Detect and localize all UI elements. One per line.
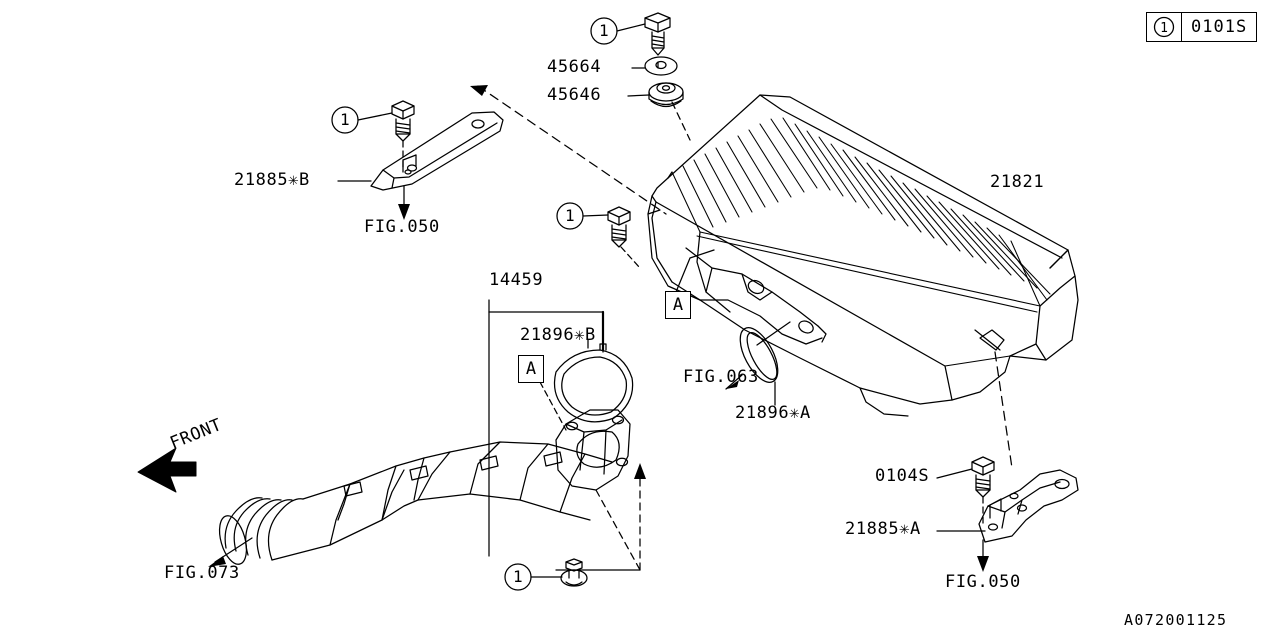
bolt-mid bbox=[607, 206, 631, 248]
bracket-21885b bbox=[370, 111, 504, 191]
assembly-line-cushion bbox=[671, 101, 691, 141]
assembly-line-main-right bbox=[994, 351, 1013, 469]
leader-callout-top bbox=[616, 23, 646, 32]
assembly-line-gasket bbox=[539, 381, 567, 431]
label-fig050-left: FIG.050 bbox=[364, 217, 440, 237]
label-bolt-0104s: 0104S bbox=[875, 466, 930, 486]
legend-symbol-cell: 1 bbox=[1147, 13, 1182, 41]
leader-callout-left bbox=[357, 112, 393, 121]
legend-box: 1 0101S bbox=[1146, 12, 1258, 42]
bolt-duct-lower bbox=[560, 558, 588, 587]
oring-21896a bbox=[739, 327, 779, 383]
label-washer-45664: 45664 bbox=[547, 57, 602, 77]
label-bracket-21885b: 21885✳B bbox=[234, 170, 310, 190]
leader-mark-a-upper bbox=[675, 249, 715, 293]
label-gasket-21896b: 21896✳B bbox=[520, 325, 596, 345]
front-arrow bbox=[137, 447, 197, 493]
section-mark-a-lower: A bbox=[518, 355, 544, 383]
leader-callout-mid bbox=[582, 214, 609, 217]
leader-0104s bbox=[936, 468, 973, 479]
intercooler-inlet-neck bbox=[671, 247, 827, 345]
duct-assembly-14459 bbox=[218, 409, 631, 565]
callout-number-top: 1 bbox=[599, 21, 610, 40]
callout-number-mid: 1 bbox=[565, 206, 576, 225]
label-duct-14459: 14459 bbox=[489, 270, 544, 290]
leader-45646 bbox=[627, 94, 650, 97]
legend-circle-icon: 1 bbox=[1153, 16, 1175, 38]
label-intercooler: 21821 bbox=[990, 172, 1045, 192]
label-oring-21896a: 21896✳A bbox=[735, 403, 811, 423]
bolt-0104s bbox=[971, 456, 995, 498]
label-bracket-21885a: 21885✳A bbox=[845, 519, 921, 539]
svg-text:1: 1 bbox=[1160, 21, 1168, 36]
callout-number-left: 1 bbox=[340, 110, 351, 129]
intercooler-core bbox=[647, 94, 1079, 417]
mount-hardware-top bbox=[644, 12, 684, 108]
legend-code: 0101S bbox=[1191, 17, 1248, 37]
bolt-21885b bbox=[391, 100, 415, 142]
diagram-id: A072001125 bbox=[1124, 611, 1228, 629]
callout-number-bottom: 1 bbox=[513, 567, 524, 586]
bracket-21885a bbox=[978, 469, 1079, 543]
section-mark-a-upper: A bbox=[665, 291, 691, 319]
leader-fig063 bbox=[725, 374, 743, 390]
label-fig073: FIG.073 bbox=[164, 563, 240, 583]
assembly-line-bolt-mid bbox=[620, 246, 641, 269]
assembly-line-main-upper bbox=[477, 85, 667, 215]
label-fig050-right: FIG.050 bbox=[945, 572, 1021, 592]
label-cushion-45646: 45646 bbox=[547, 85, 602, 105]
label-fig063: FIG.063 bbox=[683, 367, 759, 387]
